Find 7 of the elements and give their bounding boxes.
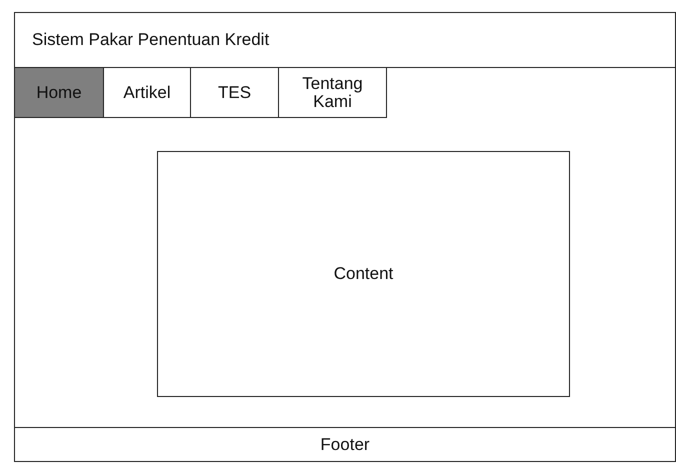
content-label: Content [334,265,394,283]
nav-tab: Home [14,67,104,118]
footer-text: Footer [320,436,370,454]
site-title: Sistem Pakar Penentuan Kredit [32,31,270,49]
content-area [157,151,570,397]
page-frame [14,12,676,462]
nav-tab: Tentang Kami [278,67,387,118]
